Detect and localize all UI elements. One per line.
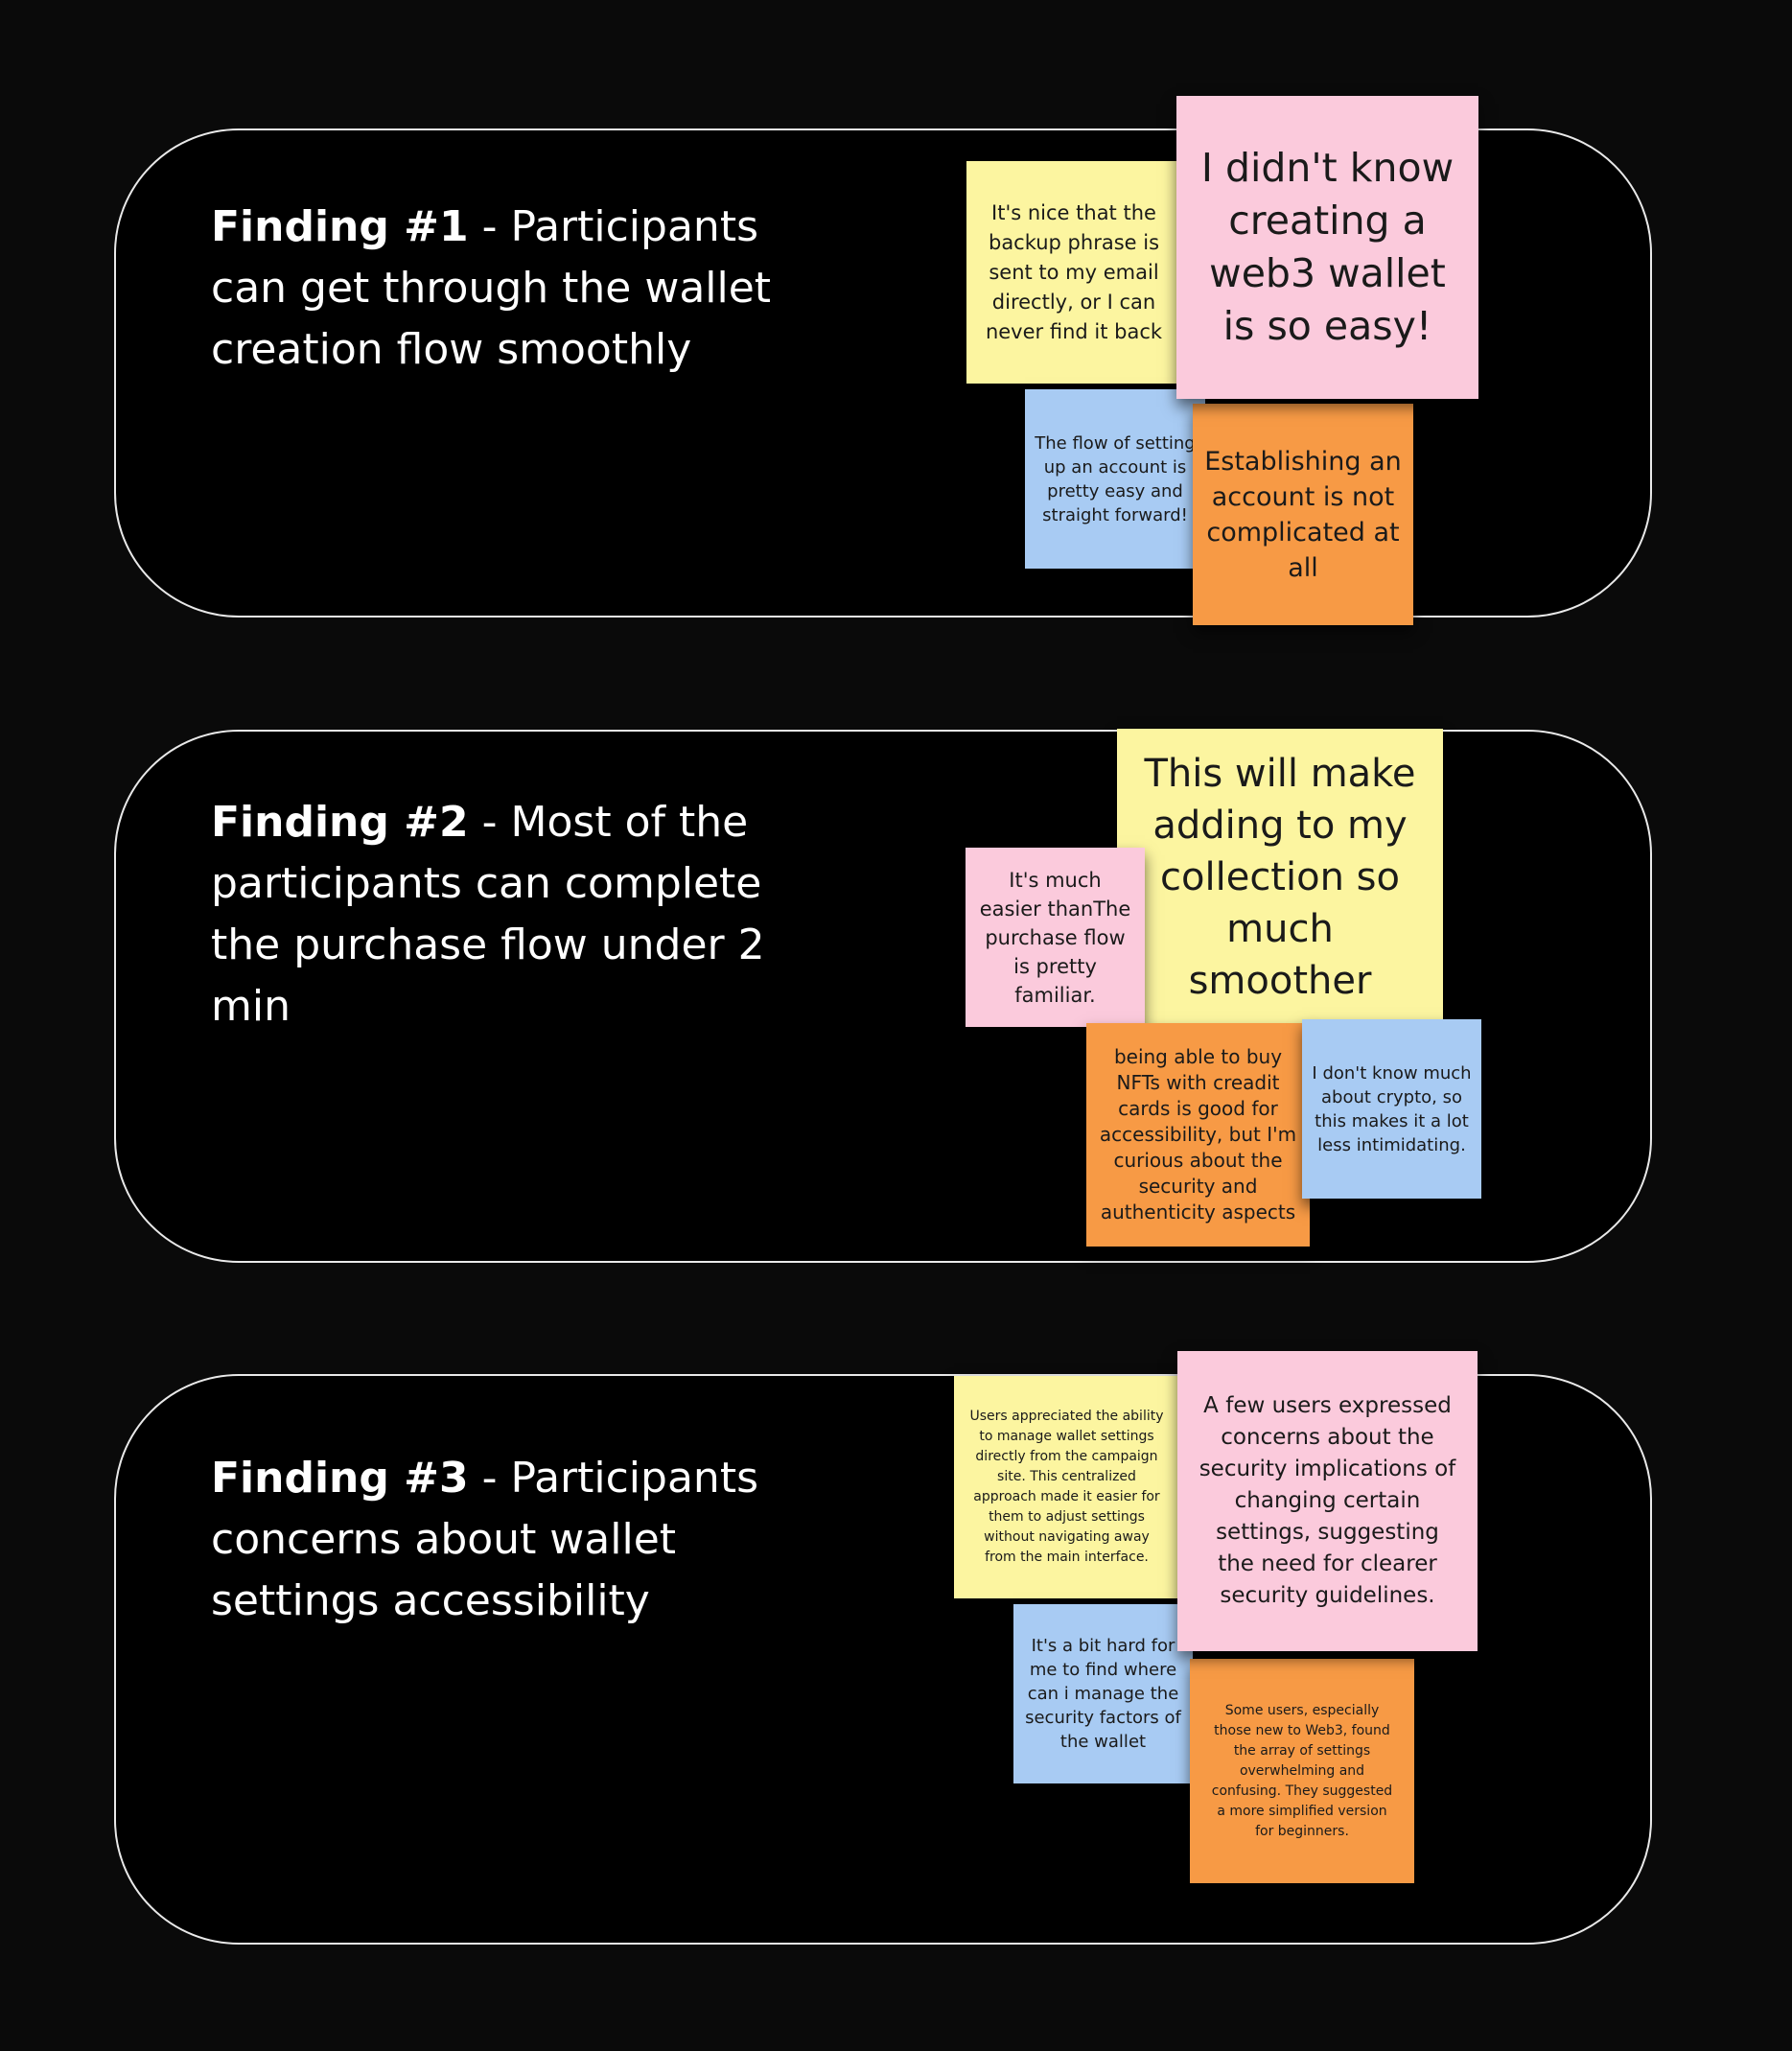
sticky-note[interactable]: It's nice that the backup phrase is sent…	[966, 161, 1181, 384]
finding-separator-2: -	[468, 798, 511, 847]
finding-separator-3: -	[468, 1454, 511, 1503]
sticky-note-text: It's much easier thanThe purchase flow i…	[979, 868, 1131, 1007]
sticky-note-text: Some users, especially those new to Web3…	[1211, 1702, 1393, 1839]
sticky-note-text: It's nice that the backup phrase is sent…	[985, 200, 1163, 343]
sticky-note[interactable]: Establishing an account is not complicat…	[1193, 404, 1413, 625]
sticky-note-text: I didn't know creating a web3 wallet is …	[1200, 145, 1455, 349]
sticky-note[interactable]: It's much easier thanThe purchase flow i…	[966, 848, 1145, 1027]
sticky-note-text: Users appreciated the ability to manage …	[969, 1409, 1164, 1565]
sticky-note-text: This will make adding to my collection s…	[1144, 752, 1416, 1003]
finding-label-3: Finding #3	[211, 1454, 469, 1503]
sticky-note-text: A few users expressed concerns about the…	[1199, 1393, 1456, 1608]
sticky-note-text: The flow of setting up an account is pre…	[1035, 432, 1196, 525]
finding-title-3: Finding #3 - Participants concerns about…	[211, 1448, 834, 1632]
sticky-note[interactable]: It's a bit hard for me to find where can…	[1013, 1604, 1193, 1783]
finding-separator-1: -	[468, 202, 511, 251]
finding-text-2: Most of the participants can complete th…	[211, 798, 765, 1031]
sticky-note[interactable]: I don't know much about crypto, so this …	[1302, 1019, 1481, 1199]
finding-label-1: Finding #1	[211, 202, 469, 251]
sticky-note[interactable]: I didn't know creating a web3 wallet is …	[1176, 96, 1478, 399]
sticky-note[interactable]: Some users, especially those new to Web3…	[1190, 1659, 1414, 1883]
sticky-note[interactable]: Users appreciated the ability to manage …	[954, 1376, 1179, 1598]
finding-label-2: Finding #2	[211, 798, 469, 847]
finding-title-1: Finding #1 - Participants can get throug…	[211, 197, 834, 381]
finding-title-2: Finding #2 - Most of the participants ca…	[211, 792, 834, 1037]
sticky-note[interactable]: The flow of setting up an account is pre…	[1025, 389, 1205, 569]
sticky-note-text: It's a bit hard for me to find where can…	[1025, 1636, 1181, 1752]
sticky-note[interactable]: A few users expressed concerns about the…	[1177, 1351, 1478, 1651]
finding-text-1: Participants can get through the wallet …	[211, 202, 772, 374]
sticky-note-text: Establishing an account is not complicat…	[1204, 446, 1402, 583]
sticky-note[interactable]: This will make adding to my collection s…	[1117, 729, 1443, 1026]
sticky-note-text: being able to buy NFTs with creadit card…	[1099, 1045, 1297, 1224]
sticky-note[interactable]: being able to buy NFTs with creadit card…	[1086, 1023, 1310, 1247]
finding-text-3: Participants concerns about wallet setti…	[211, 1454, 758, 1625]
sticky-note-text: I don't know much about crypto, so this …	[1312, 1062, 1472, 1155]
